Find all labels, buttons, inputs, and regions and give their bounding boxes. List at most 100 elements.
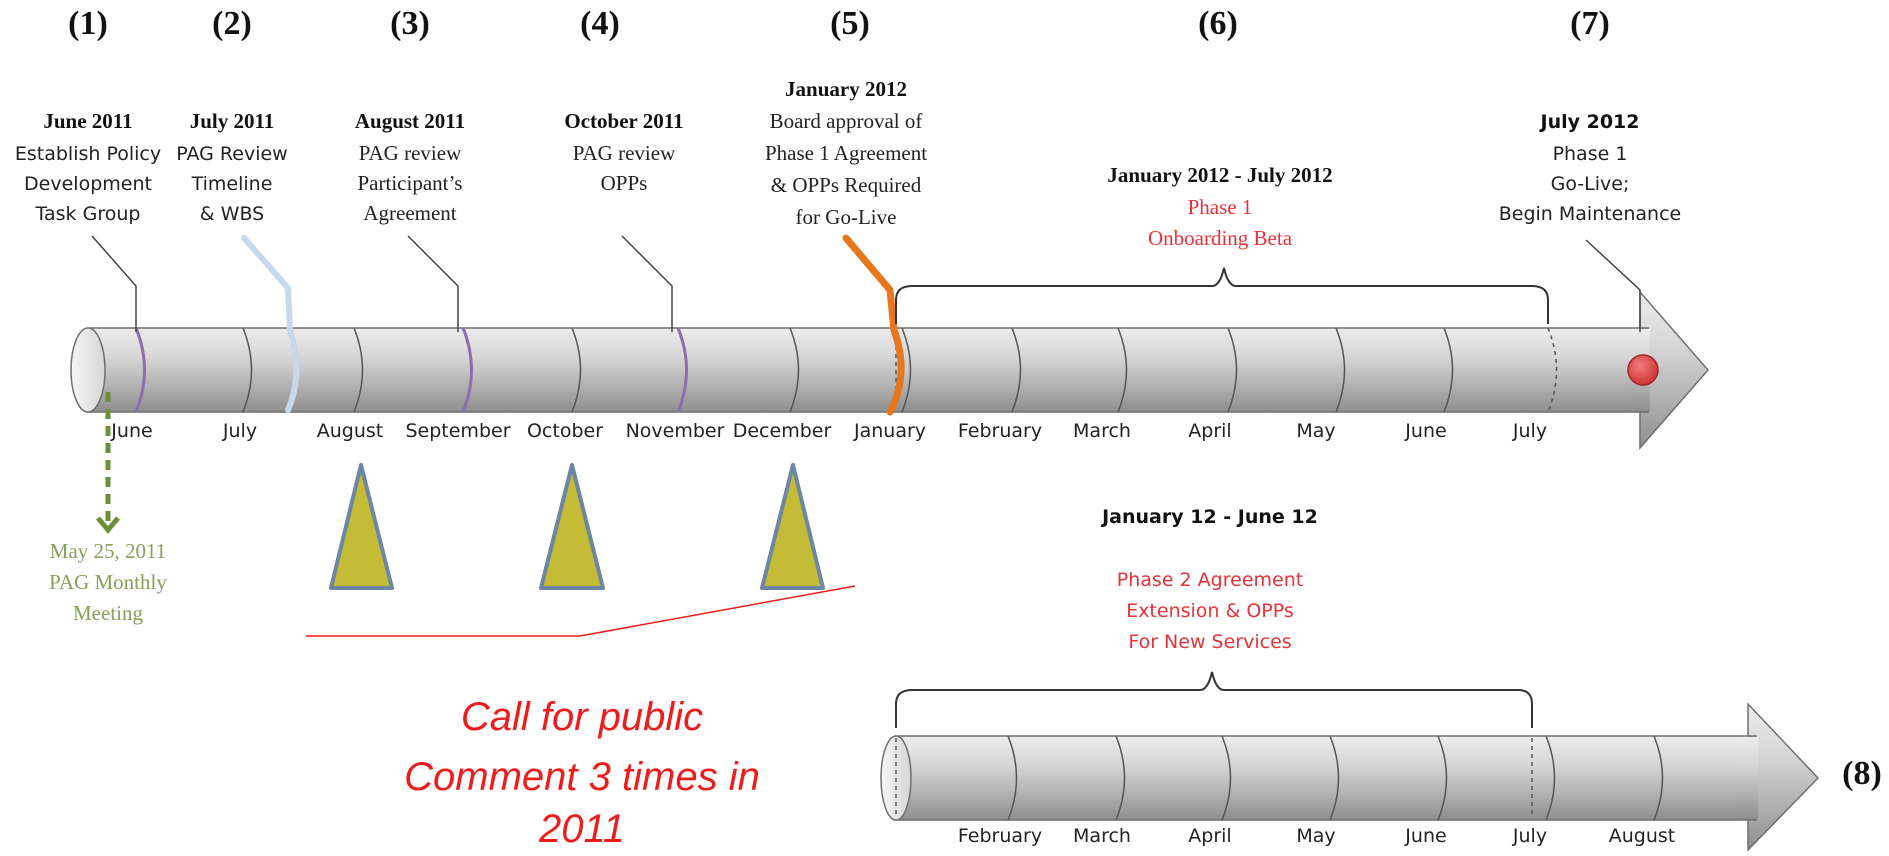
timeline-end-cap xyxy=(70,327,106,413)
milestone-january-2012: January 2012 Board approval of Phase 1 A… xyxy=(765,77,927,229)
step-number-6: (6) xyxy=(1198,5,1238,42)
timeline-arrowhead xyxy=(1639,289,1709,451)
milestone-date: January 2012 xyxy=(785,77,907,101)
month-label: December xyxy=(733,420,832,442)
milestone-line: Task Group xyxy=(35,203,141,225)
chevron-down-icon xyxy=(96,516,120,534)
triangle-marker-icon xyxy=(329,463,394,590)
phase1-bracket xyxy=(895,267,1549,324)
milestone-line: Phase 1 xyxy=(1188,195,1253,219)
month-label: March xyxy=(1073,825,1131,847)
red-dot-icon xyxy=(1627,354,1659,386)
triangle-marker-icon xyxy=(760,463,825,590)
milestone-line: Onboarding Beta xyxy=(1148,226,1293,250)
milestone-line: Development xyxy=(24,173,152,195)
milestone-date: June 2011 xyxy=(43,109,132,133)
timeline-phase2: February March April May June July Augus… xyxy=(880,702,1820,852)
month-label: August xyxy=(1609,825,1676,847)
month-label: August xyxy=(317,420,384,442)
milestone-line: Establish Policy xyxy=(15,143,161,165)
month-label: March xyxy=(1073,420,1131,442)
month-label: February xyxy=(958,420,1042,442)
milestone-date: July 2012 xyxy=(1539,111,1640,133)
milestone-july-2011: July 2011 PAG Review Timeline & WBS xyxy=(176,109,287,225)
month-label: July xyxy=(1512,420,1547,442)
timeline-tube xyxy=(895,735,1759,821)
phase2-line: Extension & OPPs xyxy=(1126,600,1294,622)
month-label: June xyxy=(110,420,152,442)
month-label: November xyxy=(626,420,725,442)
milestone-line: Phase 1 Agreement xyxy=(765,141,927,165)
milestone-markers xyxy=(134,327,688,413)
meeting-line: Meeting xyxy=(73,601,143,625)
milestone-line: Board approval of xyxy=(770,109,923,133)
month-label: September xyxy=(405,420,510,442)
milestone-line: Phase 1 xyxy=(1553,143,1628,165)
segment-dividers xyxy=(135,327,1558,413)
month-label: June xyxy=(1404,825,1446,847)
callout-line: 2011 xyxy=(538,807,625,851)
milestone-line: Participant’s xyxy=(358,171,463,195)
timeline-tube xyxy=(87,327,1649,413)
step-number-8: (8) xyxy=(1842,755,1882,792)
milestone-line: Begin Maintenance xyxy=(1499,203,1682,225)
milestone-phase1-onboarding: January 2012 - July 2012 Phase 1 Onboard… xyxy=(1107,163,1332,250)
phase2-note: January 12 - June 12 Phase 2 Agreement E… xyxy=(895,506,1533,728)
milestone-line: & WBS xyxy=(200,203,264,225)
milestone-june-2011: June 2011 Establish Policy Development T… xyxy=(15,109,161,225)
timeline1-month-labels: June July August September October Novem… xyxy=(110,420,1547,442)
callout-line: Call for public xyxy=(461,695,703,739)
month-label: June xyxy=(1404,420,1446,442)
milestone-line: PAG Review xyxy=(176,143,287,165)
month-label: February xyxy=(958,825,1042,847)
month-label: July xyxy=(222,420,257,442)
month-label: May xyxy=(1296,420,1335,442)
phase2-line: For New Services xyxy=(1128,631,1291,653)
step-number-1: (1) xyxy=(68,5,108,42)
month-label: April xyxy=(1188,825,1231,847)
step-number-2: (2) xyxy=(212,5,252,42)
step-number-3: (3) xyxy=(390,5,430,42)
timeline-arrowhead xyxy=(1747,702,1820,852)
meeting-line: May 25, 2011 xyxy=(50,539,166,563)
callout-line: Comment 3 times in xyxy=(404,755,760,799)
milestone-line: for Go-Live xyxy=(796,205,897,229)
milestone-line: Timeline xyxy=(191,173,273,195)
step-number-5: (5) xyxy=(830,5,870,42)
milestone-line: PAG review xyxy=(573,141,676,165)
milestone-date: October 2011 xyxy=(564,109,683,133)
month-label: July xyxy=(1512,825,1547,847)
milestone-date: July 2011 xyxy=(190,109,275,133)
milestone-line: OPPs xyxy=(601,171,648,195)
phase2-line: Phase 2 Agreement xyxy=(1117,569,1303,591)
milestone-august-2011: August 2011 PAG review Participant’s Agr… xyxy=(355,109,465,225)
public-comment-callout: Call for public Comment 3 times in 2011 xyxy=(404,695,760,851)
month-label: April xyxy=(1188,420,1231,442)
milestone-date: August 2011 xyxy=(355,109,465,133)
milestone-line: Go-Live; xyxy=(1551,173,1630,195)
step-number-7: (7) xyxy=(1570,5,1610,42)
milestone-line: PAG review xyxy=(359,141,462,165)
month-label: October xyxy=(527,420,603,442)
step-number-4: (4) xyxy=(580,5,620,42)
january-2012-marker xyxy=(842,234,905,416)
phase2-bracket xyxy=(895,671,1533,728)
july-2011-marker xyxy=(241,235,300,413)
triangle-marker-icon xyxy=(539,463,605,590)
timeline2-month-labels: February March April May June July Augus… xyxy=(958,825,1675,847)
milestone-october-2011: October 2011 PAG review OPPs xyxy=(564,109,683,195)
month-label: May xyxy=(1296,825,1335,847)
pointer-lines xyxy=(91,235,1641,332)
meeting-note: May 25, 2011 PAG Monthly Meeting xyxy=(49,392,167,625)
month-label: January xyxy=(853,420,926,442)
milestone-july-2012: July 2012 Phase 1 Go-Live; Begin Mainten… xyxy=(1499,111,1682,225)
timeline-2011-2012: June July August September October Novem… xyxy=(70,234,1709,451)
milestone-line: Agreement xyxy=(363,201,456,225)
milestone-line: & OPPs Required xyxy=(771,173,922,197)
phase2-date: January 12 - June 12 xyxy=(1100,506,1318,528)
public-comment-markers xyxy=(329,463,825,590)
meeting-line: PAG Monthly xyxy=(49,570,167,594)
milestone-date: January 2012 - July 2012 xyxy=(1107,163,1332,187)
